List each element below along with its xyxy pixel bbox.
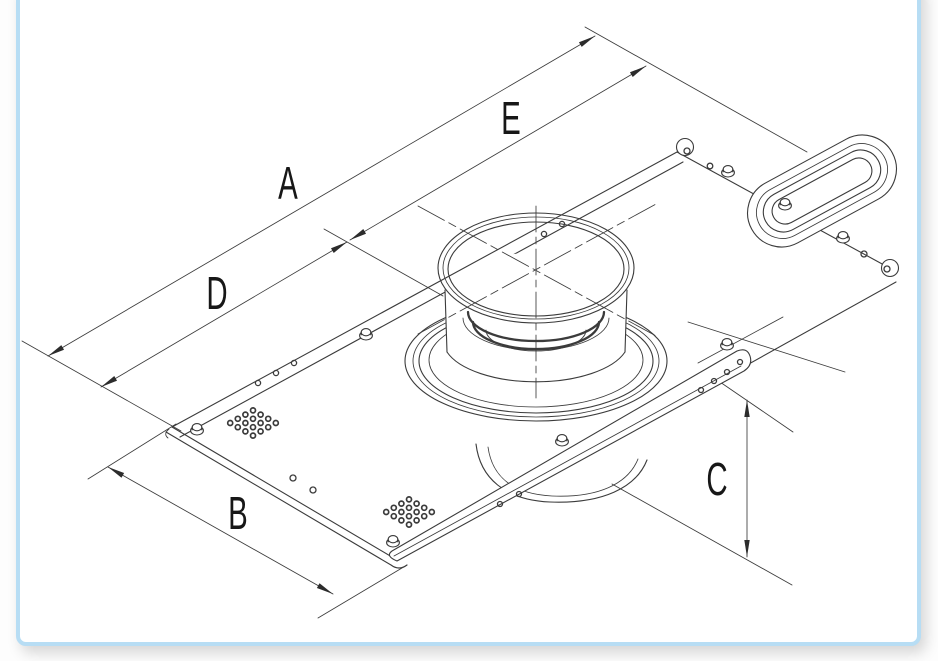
vent-hole <box>264 415 272 423</box>
vent-hole <box>242 428 249 435</box>
vent-hole <box>226 419 234 427</box>
vent-grid-right <box>382 496 436 528</box>
vent-hole <box>249 423 257 431</box>
hex-bolt <box>190 423 204 436</box>
vent-hole <box>257 428 264 435</box>
vent-hole <box>428 508 436 516</box>
vent-hole <box>413 517 420 524</box>
dim-label-c: C <box>706 455 727 506</box>
hex-bolt <box>720 338 734 351</box>
vent-hole <box>249 415 257 423</box>
plate-back-rail <box>179 161 684 438</box>
dim-label-e: E <box>501 94 521 145</box>
vent-hole <box>398 500 405 507</box>
vent-hole <box>257 411 264 418</box>
hex-bolt <box>359 328 373 341</box>
extension-line-right-end <box>584 26 808 153</box>
vent-hole <box>257 419 264 427</box>
dim-label-b: B <box>228 489 248 540</box>
vent-hole <box>242 419 249 427</box>
extension-line-collar <box>323 228 444 297</box>
vent-hole <box>413 508 420 516</box>
extension-line-c-bottom <box>611 483 793 586</box>
hex-bolt <box>778 198 792 211</box>
extension-line-b-bottom <box>317 564 408 619</box>
centerline-diagonal-1 <box>417 205 657 337</box>
vent-hole <box>242 411 249 418</box>
mount-ear-top <box>675 137 695 157</box>
hex-bolt <box>721 165 735 178</box>
vent-hole <box>420 504 428 512</box>
extension-line-b-top <box>87 423 177 480</box>
vent-hole <box>405 496 413 503</box>
vent-hole <box>234 423 242 431</box>
dimension-line-d <box>100 241 348 388</box>
plate-rolled-edge <box>165 431 408 569</box>
vent-hole <box>382 508 390 516</box>
vent-hole <box>398 508 405 516</box>
dimension-line-e <box>349 65 647 241</box>
vent-hole <box>413 500 420 507</box>
vent-grid-left <box>226 407 280 439</box>
vent-hole <box>405 521 413 528</box>
centerline-diagonal-2 <box>417 203 657 335</box>
vent-hole <box>249 432 257 439</box>
dim-label-a: A <box>278 159 298 210</box>
vent-hole <box>390 512 398 520</box>
hex-bolt <box>836 231 850 244</box>
extension-line-left-corner <box>21 340 182 432</box>
vent-hole <box>264 423 272 431</box>
dimension-lines <box>47 35 750 595</box>
dimension-label-group: A D E B C <box>206 94 727 540</box>
vent-hole <box>390 504 398 512</box>
collar-cylinder <box>417 203 657 399</box>
access-port-boss <box>747 134 897 248</box>
vent-hole <box>420 512 428 520</box>
hex-bolt <box>555 434 569 447</box>
vent-hole <box>249 407 257 414</box>
vent-hole <box>398 517 405 524</box>
front-mounting-bar <box>388 349 752 562</box>
dim-label-d: D <box>206 269 227 320</box>
hex-bolt <box>386 535 400 548</box>
drain-dome <box>475 443 648 503</box>
vent-hole <box>272 419 280 427</box>
vent-hole <box>405 512 413 520</box>
dimension-line-b <box>107 466 334 595</box>
vent-hole <box>234 415 242 423</box>
vent-hole <box>405 504 413 512</box>
extension-line-c-top <box>719 381 794 433</box>
